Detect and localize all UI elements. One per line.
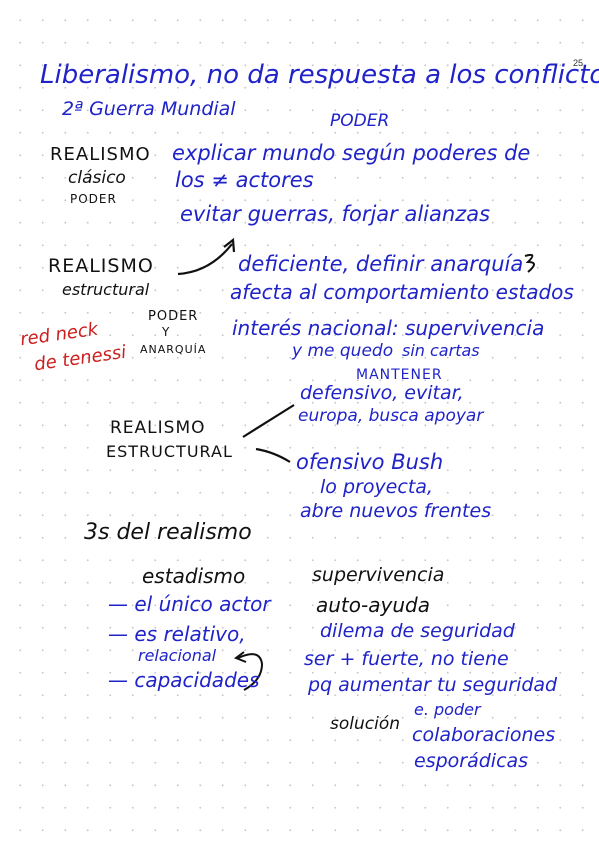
dilema-line: dilema de seguridad — [320, 620, 515, 642]
e-poder-line: e. poder — [414, 700, 481, 719]
colaboraciones-line: colaboraciones — [412, 724, 556, 746]
poder-small: PODER — [70, 192, 117, 206]
solucion-label: solución — [330, 714, 401, 734]
estructural-2-label: ESTRUCTURAL — [106, 442, 233, 461]
supervivencia-label: supervivencia — [312, 564, 445, 586]
curl-arrowhead-icon — [233, 651, 247, 663]
poder-y-label: PODER — [148, 309, 199, 324]
title-line: Liberalismo, no da respuesta a los confl… — [40, 60, 599, 90]
evitar-line: evitar guerras, forjar alianzas — [180, 202, 491, 226]
sincartas-line: sin cartas — [402, 341, 480, 360]
page-number: 25 — [572, 58, 583, 68]
branch-line-down — [255, 447, 291, 463]
poder-top: PODER — [330, 111, 390, 131]
deficiente-line: deficiente, definir anarquía — [238, 252, 524, 276]
defensivo-line: defensivo, evitar, — [300, 382, 464, 404]
relativo-line: — es relativo, — [108, 622, 246, 646]
mantener-label: MANTENER — [356, 367, 443, 383]
lo-proyecta-line: lo proyecta, — [320, 476, 433, 498]
capacidades-line: — capacidades — [108, 668, 260, 692]
realismo-clasico-heading: REALISMO — [50, 144, 151, 165]
ser-fuerte-line: ser + fuerte, no tiene — [304, 648, 509, 670]
unico-line: — el único actor — [108, 592, 271, 616]
europa-line: europa, busca apoyar — [298, 406, 484, 426]
ofensivo-line: ofensivo Bush — [296, 450, 444, 474]
relacional-line: relacional — [138, 646, 217, 665]
esporadicas-line: esporádicas — [414, 750, 529, 772]
branch-line-up — [242, 404, 295, 438]
estadismo-label: estadismo — [142, 564, 246, 588]
y-label: Y — [162, 325, 171, 339]
interes-line: interés nacional: supervivencia — [232, 316, 545, 340]
estructural-label: estructural — [62, 280, 150, 299]
anarquia-label: ANARQUÍA — [140, 343, 207, 356]
realismo-estructural-2-heading: REALISMO — [110, 418, 206, 438]
realismo-estructural-heading: REALISMO — [48, 255, 154, 277]
squiggle-mark — [524, 253, 535, 273]
curved-arrow-icon — [177, 243, 233, 276]
autoayuda-label: auto-ayuda — [316, 593, 430, 617]
tres-s-heading: 3s del realismo — [84, 520, 252, 545]
explica-line: explicar mundo según poderes de — [172, 141, 531, 165]
afecta-line: afecta al comportamiento estados — [230, 280, 574, 304]
abre-line: abre nuevos frentes — [300, 500, 492, 522]
actores-line: los ≠ actores — [175, 168, 314, 192]
arrowhead-icon — [223, 237, 236, 253]
clasico-label: clásico — [68, 168, 126, 188]
curl-arrow-icon — [237, 653, 264, 691]
subtitle-line: 2ª Guerra Mundial — [62, 98, 236, 120]
ymequedo-line: y me quedo — [292, 341, 394, 361]
pq-aumentar-line: pq aumentar tu seguridad — [308, 674, 558, 696]
